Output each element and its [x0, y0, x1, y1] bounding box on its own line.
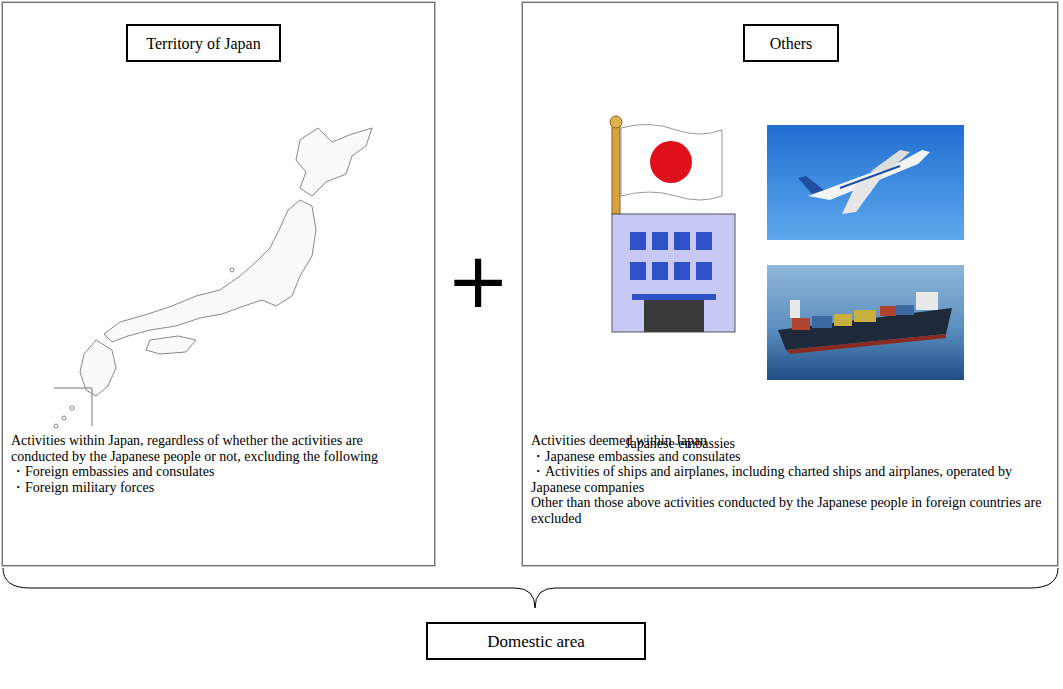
heading-box: Domestic area — [426, 622, 646, 660]
region-panel: Activities within Japan, regardless of w… — [2, 2, 435, 566]
japan-map — [54, 128, 372, 428]
region-panel: Activities deemed within Japan・Japanese … — [522, 2, 1058, 566]
picture-caption: Japanese embassies — [600, 436, 760, 452]
heading-text: Others — [745, 34, 837, 54]
panel-body: Activities within Japan, regardless of w… — [11, 433, 411, 495]
panel-body: Activities deemed within Japan・Japanese … — [531, 433, 1046, 526]
heading-box: Territory of Japan — [126, 24, 281, 62]
heading-box: Others — [743, 24, 839, 62]
ship-photo — [767, 265, 964, 380]
inset-frame — [54, 388, 92, 426]
body-text: Activities deemed within Japan — [531, 433, 1046, 449]
body-text: ・Japanese embassies and consulates — [531, 449, 1046, 465]
embassy-building — [612, 214, 735, 332]
body-text: ・Activities of ships and airplanes, incl… — [531, 464, 1046, 495]
body-text: ・Foreign military forces — [11, 480, 411, 496]
body-text: ・Foreign embassies and consulates — [11, 464, 411, 480]
heading-text: Territory of Japan — [128, 34, 279, 54]
airplane-photo — [767, 125, 964, 240]
plus-sign: + — [446, 236, 510, 326]
heading-text: Domestic area — [428, 632, 644, 652]
body-text: Other than those above activities conduc… — [531, 495, 1046, 526]
brace — [3, 568, 1058, 608]
japanese-flag — [610, 116, 722, 214]
body-text: Activities within Japan, regardless of w… — [11, 433, 411, 464]
